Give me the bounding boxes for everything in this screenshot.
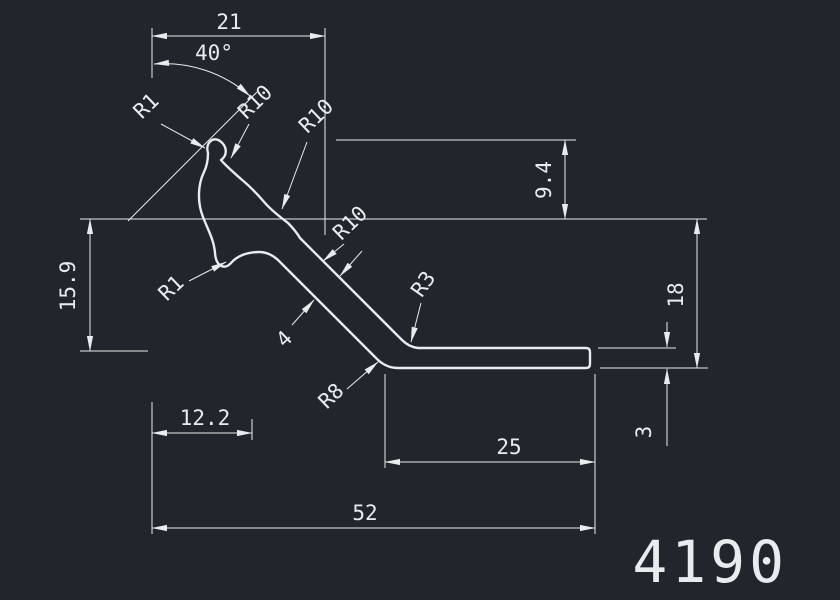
leader-r1-left	[188, 261, 227, 282]
dim-text-12-2: 12.2	[180, 406, 231, 430]
angle-reference-line	[127, 91, 258, 222]
part-number: 4190	[632, 528, 788, 596]
dim-text-r8: R8	[314, 379, 349, 414]
dim-height-15-9: 15.9	[56, 218, 148, 352]
dim-text-25: 25	[496, 435, 521, 459]
dim-text-r1-top: R1	[129, 89, 164, 124]
dim-height-9-4: 9.4	[336, 139, 576, 220]
dim-text-r10-lower: R10	[328, 201, 372, 245]
leader-r10-mid	[281, 141, 308, 210]
leader-r8	[346, 361, 379, 390]
leader-r3	[410, 302, 422, 343]
dim-arrow-4-upper	[339, 250, 363, 277]
dim-text-r10-top: R10	[233, 80, 277, 124]
dim-top-width: 21	[151, 10, 326, 235]
dim-width-25: 25	[384, 374, 596, 534]
leader-r10-lower	[322, 243, 345, 262]
dim-angle-40: 40°	[153, 41, 251, 97]
dim-text-4: 4	[271, 326, 297, 352]
dim-width-12-2: 12.2	[151, 402, 253, 534]
dim-text-21: 21	[216, 10, 241, 34]
dim-width-52: 52	[151, 501, 596, 532]
dim-thickness-3: 3	[598, 322, 676, 446]
dim-arrow-4-lower	[291, 299, 315, 326]
leader-r10-top	[230, 123, 250, 159]
construction-lines	[80, 91, 707, 222]
dim-text-52: 52	[352, 501, 377, 525]
dim-text-40deg: 40°	[195, 41, 233, 65]
dim-text-r3: R3	[406, 267, 440, 301]
radius-labels-top: R1 R10 R10	[129, 80, 338, 210]
dim-text-9-4: 9.4	[532, 161, 556, 199]
dim-text-r10-mid: R10	[294, 94, 338, 138]
dim-height-18: 18	[600, 218, 708, 369]
dim-text-18: 18	[664, 282, 688, 307]
dim-text-3: 3	[632, 426, 656, 439]
dim-text-r1-left: R1	[154, 271, 189, 306]
leader-r1-top	[160, 123, 206, 149]
angle-arc-40	[153, 59, 251, 97]
profile-outline	[197, 138, 592, 370]
dim-text-15-9: 15.9	[56, 261, 80, 312]
